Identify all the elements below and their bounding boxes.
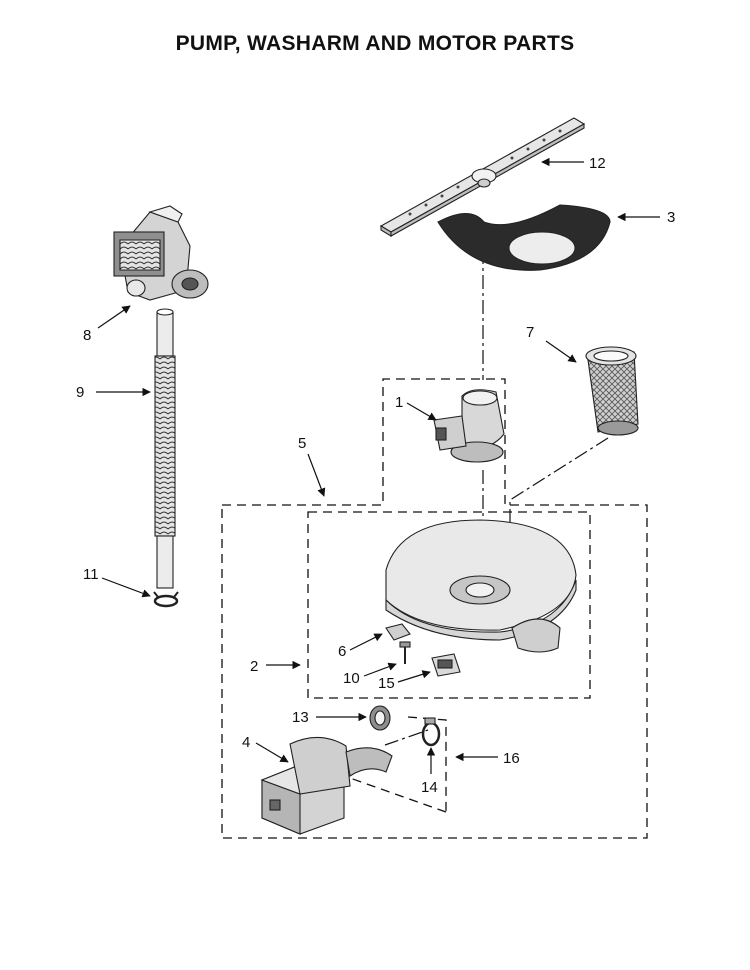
callout-5: 5 — [298, 435, 306, 452]
callout-12: 12 — [589, 155, 606, 172]
screw-part-10 — [399, 641, 411, 664]
callout-10: 10 — [343, 670, 360, 687]
filter-assembly-part — [585, 346, 639, 436]
seal-part-13 — [369, 705, 391, 731]
sump-base-part — [385, 519, 577, 653]
callout-3: 3 — [667, 209, 675, 226]
spray-deflector-part — [437, 204, 611, 271]
centerline-seal — [384, 729, 429, 746]
callout-8: 8 — [83, 327, 91, 344]
page-title: PUMP, WASHARM AND MOTOR PARTS — [175, 32, 575, 55]
callout-6: 6 — [338, 643, 346, 660]
clip-part-6 — [385, 623, 411, 641]
pump-housing-part — [433, 389, 505, 463]
hose-clamp-part — [153, 591, 179, 608]
callout-15: 15 — [378, 675, 395, 692]
assembly-16-bracket — [349, 716, 447, 813]
callout-1: 1 — [395, 394, 403, 411]
callout-16: 16 — [503, 750, 520, 767]
callout-9: 9 — [76, 384, 84, 401]
circulation-pump-part — [260, 736, 393, 835]
drain-pump-motor-part — [113, 205, 209, 301]
assembly-5-outline — [221, 378, 648, 839]
callout-11: 11 — [83, 566, 99, 583]
callout-labels: 1 2 3 4 5 6 7 8 9 10 11 12 13 14 15 16 — [76, 155, 675, 796]
callout-14: 14 — [421, 779, 438, 796]
callout-7: 7 — [526, 324, 534, 341]
spray-arm-part — [379, 117, 586, 237]
sensor-part-15 — [431, 653, 461, 677]
callout-4: 4 — [242, 734, 250, 751]
assembly-2-outline — [307, 511, 591, 699]
clamp-part-14 — [421, 717, 441, 747]
drain-hose-part — [154, 308, 176, 589]
callout-2: 2 — [250, 658, 258, 675]
callout-13: 13 — [292, 709, 309, 726]
leader-lines — [96, 157, 660, 774]
